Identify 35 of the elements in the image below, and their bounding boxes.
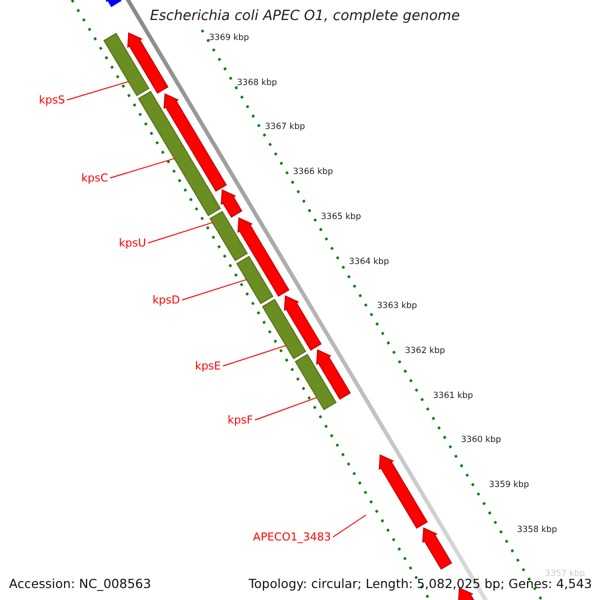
gene-label: kpsU <box>118 236 146 250</box>
gene-bar <box>138 90 222 216</box>
scale-label: 3362 kbp <box>405 346 446 356</box>
scale-label: 3369 kbp <box>209 33 250 43</box>
gene-label: APECO1_3483 <box>253 530 331 544</box>
genome-info-text: Topology: circular; Length: 5,082,025 bp; Genes: 4,543 <box>248 576 592 591</box>
gene-label: kpsC <box>81 172 108 184</box>
gene-bar <box>209 210 248 262</box>
gene-bar <box>262 298 306 360</box>
scale-label: 3368 kbp <box>237 78 278 88</box>
diagram-title: Escherichia coli APEC O1, complete genome <box>150 8 460 24</box>
leader-line <box>222 345 286 366</box>
leader-line <box>332 514 366 538</box>
leader-line <box>182 279 247 300</box>
leader-line <box>110 158 175 178</box>
gene-label: kpsS <box>38 94 65 106</box>
leader-line <box>148 222 213 244</box>
gene-bar <box>236 256 274 304</box>
scale-label: 3361 kbp <box>433 390 474 401</box>
scale-label: 3363 kbp <box>377 301 418 312</box>
scale-label: 3360 kbp <box>461 435 502 446</box>
scale-label: 3364 kbp <box>349 256 390 266</box>
gene-bar <box>294 354 337 410</box>
gene-label: kpsD <box>152 294 180 306</box>
scale-label: 3359 kbp <box>489 480 530 490</box>
scale-label: 3367 kbp <box>265 122 306 132</box>
scale-label: 3365 kbp <box>321 212 362 222</box>
scale-label: 3366 kbp <box>293 167 334 178</box>
gene-label: kpsE <box>194 360 221 372</box>
leader-line <box>66 81 129 100</box>
scale-label: 3358 kbp <box>517 524 558 535</box>
leader-line <box>254 397 318 420</box>
gene-bar <box>103 32 150 96</box>
gene-label: kpsF <box>228 414 253 426</box>
accession-text: Accession: NC_008563 <box>9 576 152 591</box>
